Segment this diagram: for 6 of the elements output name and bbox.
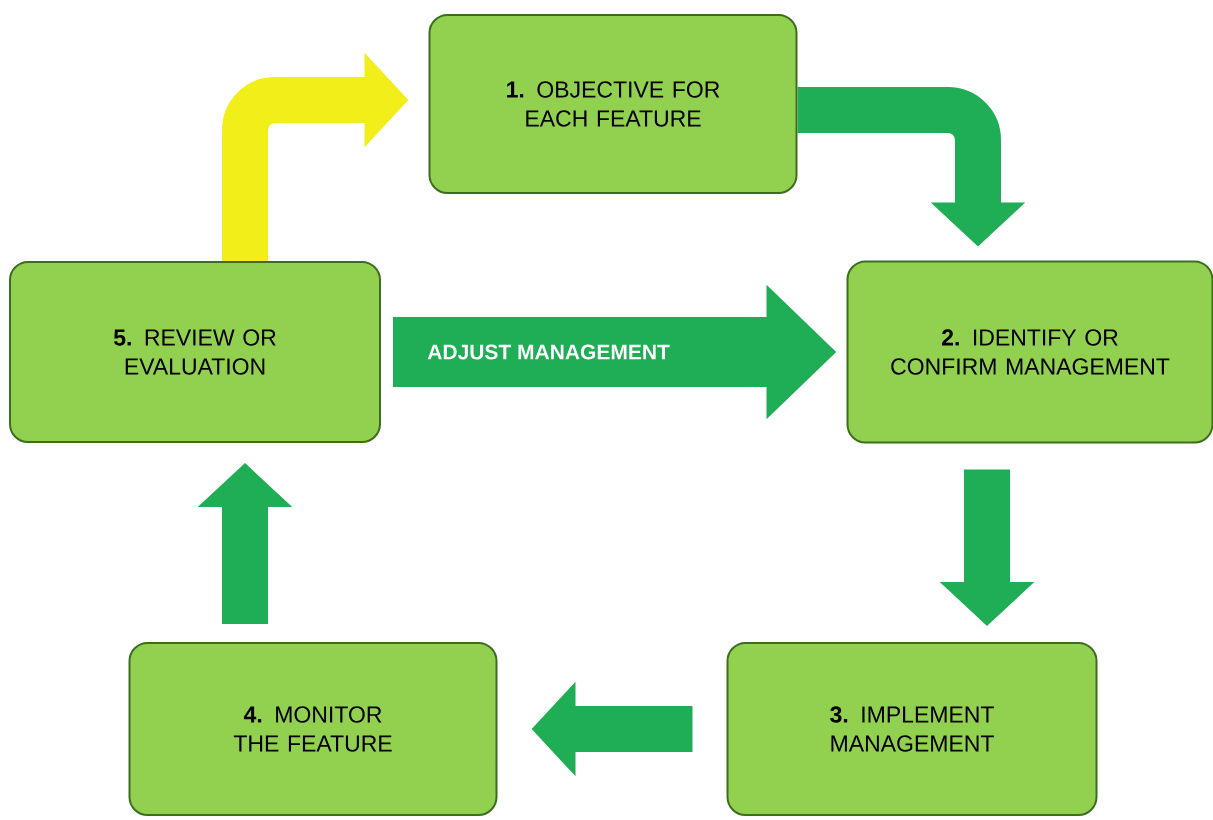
edge-label: ADJUST MANAGEMENT xyxy=(427,344,670,360)
process-box: 3. IMPLEMENT MANAGEMENT xyxy=(726,642,1098,816)
process-box: 1. OBJECTIVE FOR EACH FEATURE xyxy=(428,14,798,194)
process-box: 2. IDENTIFY OR CONFIRM MANAGEMENT xyxy=(846,260,1213,444)
process-box: 4. MONITOR THE FEATURE xyxy=(128,642,498,816)
process-box: 5. REVIEW OR EVALUATION xyxy=(9,261,381,443)
